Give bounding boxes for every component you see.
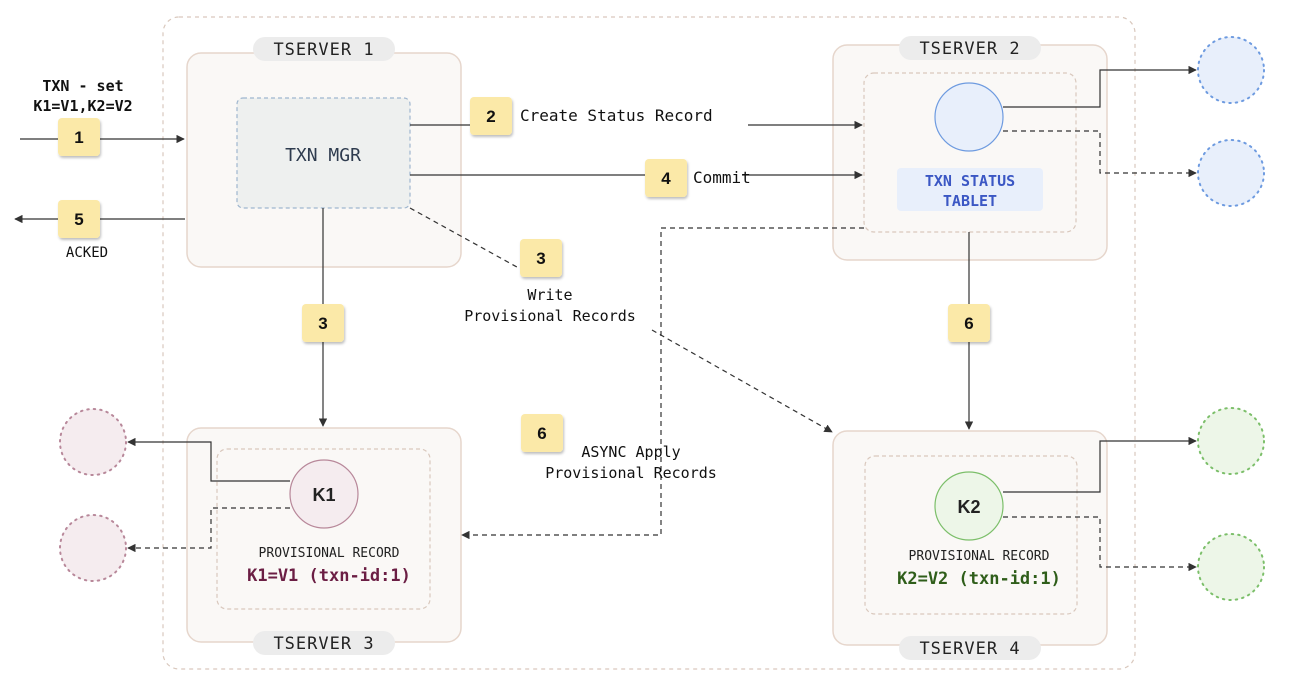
async-label-1: ASYNC Apply [581,443,680,461]
txn-mgr-label: TXN MGR [285,145,361,166]
tserver-2-label: TSERVER 2 [919,39,1020,59]
arrow-write-k2 [409,207,536,278]
replica-node-pink-1 [59,408,127,476]
step-badge-1-text: 1 [74,128,83,147]
tserver-3-label: TSERVER 3 [273,634,374,654]
k1-caption: PROVISIONAL RECORD [259,546,400,561]
write-label-1: Write [527,286,572,304]
tserver-1-label-pill [253,37,395,61]
step-badge-5: 5 [58,200,100,238]
step-badge-2: 2 [470,97,512,135]
step-badge-3-dashed: 3 [520,239,562,277]
replica-node-blue-1 [1197,36,1265,104]
status-tablet-region [863,72,1077,233]
arrow-replicate-status-2 [1003,130,1197,178]
input-label-2: K1=V1,K2=V2 [33,97,132,115]
k1-node-label: K1 [312,485,335,505]
step-badge-4: 4 [645,159,687,197]
k2-node-label: K2 [957,497,980,517]
step-badge-3-dashed-text: 3 [536,249,545,268]
k1-node [289,459,359,529]
tserver-2-box [832,44,1108,261]
replica-node-green-1 [1197,407,1265,475]
arrow-replicate-k2-2 [1003,516,1197,572]
step-badge-6-async: 6 [521,414,563,452]
arrow-replicate-k1-2 [127,507,290,553]
async-label-2: Provisional Records [545,464,717,482]
arrow-replicate-status-1 [1003,65,1197,108]
k2-record: K2=V2 (txn-id:1) [897,569,1061,589]
k1-record: K1=V1 (txn-id:1) [247,566,411,586]
step-badge-1: 1 [58,118,100,156]
acked-label: ACKED [66,245,108,261]
write-label-2: Provisional Records [464,307,636,325]
status-tablet-label-2: TABLET [943,192,997,210]
step-badge-6-async-text: 6 [537,424,546,443]
replica-node-pink-2 [59,514,127,582]
step-badge-5-text: 5 [74,210,83,229]
tserver-4-label: TSERVER 4 [919,639,1020,659]
k2-region [864,455,1078,615]
k2-caption: PROVISIONAL RECORD [909,549,1050,564]
step-badge-2-text: 2 [486,107,495,126]
arrow-replicate-k2-1 [1003,436,1197,493]
tserver-2-label-pill [899,36,1041,60]
replica-node-green-2 [1197,533,1265,601]
step-badge-4-text: 4 [661,169,671,188]
step-badge-3-solid-text: 3 [318,314,327,333]
k2-node [934,471,1004,541]
step-badge-6-solid-text: 6 [964,314,973,333]
arrow-replicate-k1-1 [127,437,290,482]
step-badge-3-solid: 3 [302,304,344,342]
cluster-boundary [162,16,1136,670]
tserver-1-label: TSERVER 1 [273,40,374,60]
tserver-3-label-pill [253,631,395,655]
input-label-1: TXN - set [42,77,123,95]
arrow-write-k2-2 [651,329,833,433]
status-tablet-label-1: TXN STATUS [925,172,1015,190]
tserver-4-label-pill [899,636,1041,660]
status-tablet-label-bg [897,168,1043,211]
replica-node-blue-2 [1197,139,1265,207]
step-badge-6-solid: 6 [948,304,990,342]
arrow-async-apply [461,227,864,540]
create-status-label: Create Status Record [520,106,713,125]
status-tablet-node [934,82,1004,152]
commit-label: Commit [693,168,751,187]
